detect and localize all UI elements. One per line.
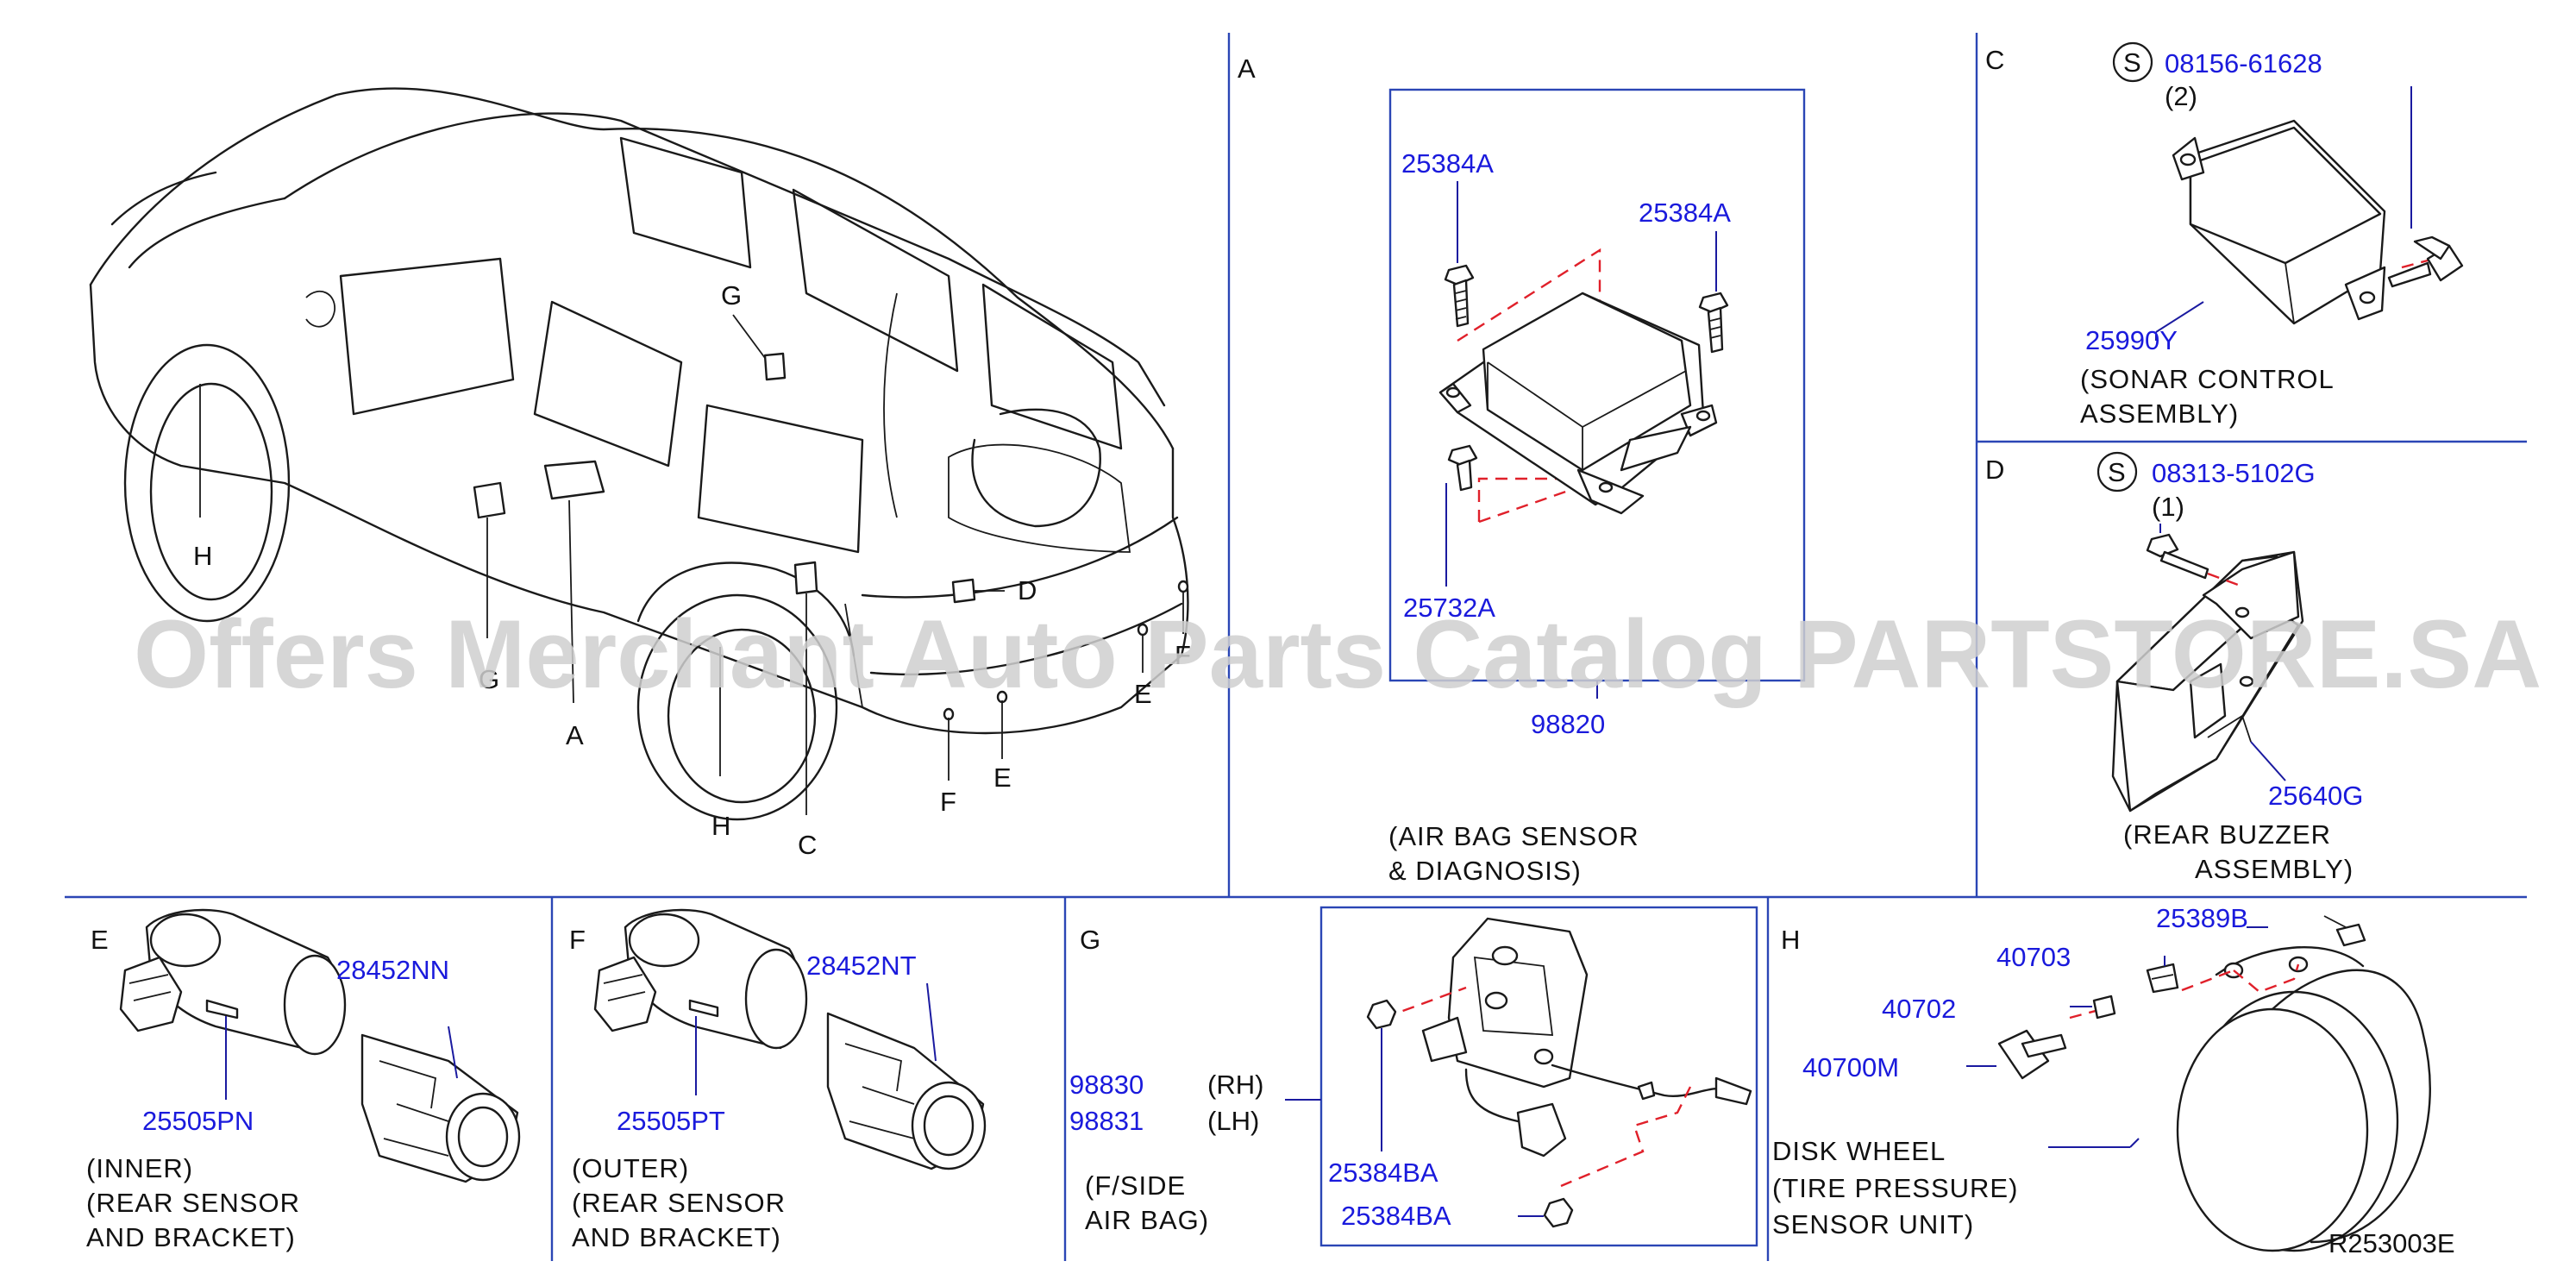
callout-e-low: E (993, 762, 1012, 793)
section-f-caption-3: AND BRACKET) (572, 1222, 781, 1252)
section-c-letter: C (1985, 45, 2004, 75)
part-40702[interactable]: 40702 (1882, 994, 1956, 1024)
section-e-caption-2: (REAR SENSOR (86, 1188, 300, 1218)
callout-d: D (1018, 575, 1037, 605)
section-g-caption-2: AIR BAG) (1085, 1205, 1209, 1235)
section-h-letter: H (1781, 925, 1800, 955)
section-e-caption-3: AND BRACKET) (86, 1222, 296, 1252)
section-e-letter: E (91, 925, 109, 955)
section-f-caption-1: (OUTER) (572, 1153, 689, 1183)
part-08156-61628[interactable]: 08156-61628 (2165, 48, 2322, 78)
section-h-caption-2: (TIRE PRESSURE) (1772, 1173, 2018, 1203)
s-mark-d: S (2108, 457, 2126, 487)
vehicle-illustration (89, 87, 1189, 821)
part-25384BA-1[interactable]: 25384BA (1328, 1158, 1438, 1188)
part-98831[interactable]: 98831 (1069, 1106, 1144, 1136)
part-25384BA-2[interactable]: 25384BA (1341, 1201, 1451, 1231)
section-a-letter: A (1238, 53, 1256, 84)
callout-h-low: H (711, 811, 730, 841)
bolt-qty-d: (1) (2152, 492, 2184, 522)
part-40700M[interactable]: 40700M (1802, 1052, 1899, 1082)
bolt-25384A-left (1444, 181, 1475, 328)
callout-f-low: F (940, 787, 956, 817)
part-25732A[interactable]: 25732A (1403, 593, 1495, 623)
part-08313-5102G[interactable]: 08313-5102G (2152, 458, 2316, 488)
watermark: Offers Merchant Auto Parts Catalog PARTS… (134, 600, 2542, 708)
part-25384A-left[interactable]: 25384A (1401, 148, 1494, 179)
label-rh: (RH) (1207, 1070, 1263, 1100)
section-dividers (65, 33, 2527, 1261)
part-98820[interactable]: 98820 (1531, 709, 1605, 739)
label-lh: (LH) (1207, 1106, 1259, 1136)
section-g-caption-1: (F/SIDE (1085, 1170, 1186, 1201)
part-28452NN[interactable]: 28452NN (336, 955, 449, 985)
callout-f-right: F (1175, 640, 1191, 670)
section-c-caption-1: (SONAR CONTROL (2080, 364, 2335, 394)
bolt-qty-c: (2) (2165, 81, 2197, 111)
section-d-caption-2: ASSEMBLY) (2195, 854, 2353, 884)
part-28452NT[interactable]: 28452NT (806, 951, 917, 981)
part-25505PT[interactable]: 25505PT (617, 1106, 725, 1136)
section-g-letter: G (1080, 925, 1100, 955)
bolt-25384A-right (1698, 231, 1729, 354)
section-c-caption-2: ASSEMBLY) (2080, 398, 2239, 429)
section-a-caption-1: (AIR BAG SENSOR (1388, 821, 1639, 851)
callout-a: A (566, 720, 584, 750)
part-25640G[interactable]: 25640G (2268, 781, 2363, 811)
section-d-letter: D (1985, 455, 2004, 485)
callout-h-left: H (193, 541, 212, 571)
callout-c: C (798, 830, 817, 860)
s-symbol-c (2112, 41, 2153, 83)
rear-sensor-inner (119, 908, 521, 1183)
section-f-caption-2: (REAR SENSOR (572, 1188, 786, 1218)
callout-g-low: G (479, 664, 499, 694)
rear-buzzer-unit (2111, 524, 2304, 813)
section-d-caption-1: (REAR BUZZER (2123, 819, 2331, 850)
section-h-caption-3: SENSOR UNIT) (1772, 1209, 1974, 1239)
sonar-control-unit (2155, 86, 2464, 341)
s-mark-c: S (2123, 47, 2141, 78)
part-40703[interactable]: 40703 (1996, 942, 2071, 972)
section-g-frame (1319, 906, 1758, 1247)
part-25389B[interactable]: 25389B (2156, 903, 2248, 933)
section-h-caption-1: DISK WHEEL (1772, 1136, 1946, 1166)
screw-25732A (1445, 444, 1478, 587)
section-f-letter: F (569, 925, 586, 955)
part-98830[interactable]: 98830 (1069, 1070, 1144, 1100)
part-25505PN[interactable]: 25505PN (142, 1106, 254, 1136)
s-symbol-d (2097, 451, 2138, 493)
side-airbag-sensor (1285, 917, 1752, 1228)
airbag-sensor-unit (1438, 248, 1718, 524)
part-25990Y[interactable]: 25990Y (2085, 325, 2178, 355)
callout-e-right: E (1134, 679, 1152, 709)
figure-id: R253003E (2328, 1228, 2455, 1258)
tire-pressure-sensor (1966, 915, 2431, 1252)
section-a-caption-2: & DIAGNOSIS) (1388, 856, 1582, 886)
callout-g-top: G (721, 280, 742, 311)
section-e-caption-1: (INNER) (86, 1153, 193, 1183)
rear-sensor-outer (593, 908, 987, 1170)
part-25384A-right[interactable]: 25384A (1639, 198, 1731, 228)
